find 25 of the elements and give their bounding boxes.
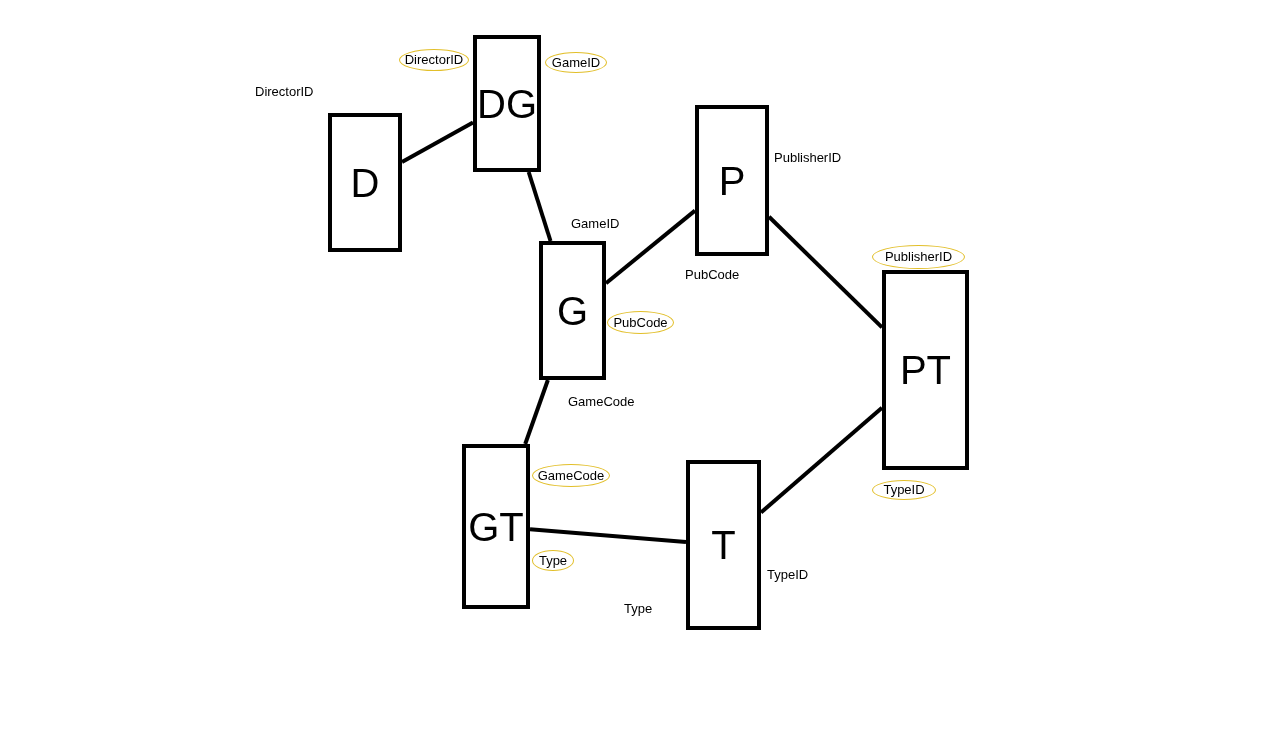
connector-line — [523, 379, 550, 445]
attribute-label: TypeID — [767, 566, 809, 584]
attribute-label: Type — [624, 600, 653, 618]
connector-line — [401, 120, 474, 164]
entity-box: P — [695, 105, 769, 256]
attribute-label: PublisherID — [774, 149, 842, 167]
entity-box: T — [686, 460, 761, 630]
attribute-label: GameID — [571, 215, 620, 233]
entity-box: GT — [462, 444, 530, 609]
entity-box: D — [328, 113, 402, 252]
entity-box: DG — [473, 35, 541, 172]
attribute-label: GameCode — [568, 393, 635, 411]
entity-box: PT — [882, 270, 969, 470]
entity-box: G — [539, 241, 606, 380]
attribute-oval: GameID — [545, 52, 607, 73]
attribute-label: PubCode — [685, 266, 740, 284]
attribute-oval: Type — [532, 550, 574, 571]
attribute-oval: GameCode — [532, 464, 610, 487]
connector-line — [529, 527, 687, 544]
attribute-oval: DirectorID — [399, 49, 469, 71]
attribute-label: DirectorID — [255, 83, 314, 101]
attribute-oval: PubCode — [607, 311, 674, 334]
attribute-oval: TypeID — [872, 480, 936, 500]
connector-line — [526, 171, 553, 242]
attribute-oval: PublisherID — [872, 245, 965, 269]
